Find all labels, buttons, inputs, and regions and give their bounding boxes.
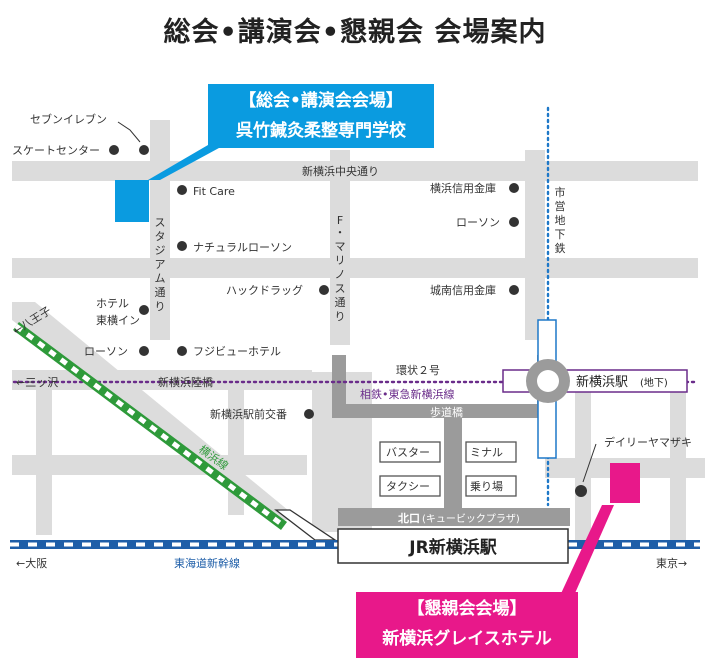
poi-dots xyxy=(109,145,587,497)
label-subway-station: 新横浜駅 xyxy=(576,374,628,390)
stadium-dori-label: ス タ ジ ア ム 通 り xyxy=(155,216,166,313)
label-natural-lawson: ナチュラルローソン xyxy=(193,241,292,254)
label-lawson-right: ローソン xyxy=(456,216,500,229)
label-kanjo2: 環状２号 xyxy=(396,363,440,377)
label-rikkyo: 新横浜陸橋 xyxy=(158,375,213,389)
label-jr-station: JR新横浜駅 xyxy=(408,537,497,558)
label-osaka: ←大阪 xyxy=(16,556,47,570)
subway-label: 市 営 地 下 鉄 xyxy=(555,185,566,255)
svg-text:通: 通 xyxy=(335,296,346,309)
label-jonan: 城南信用金庫 xyxy=(430,283,496,297)
venue1-name: 呉竹鍼灸柔整専門学校 xyxy=(236,121,406,141)
svg-text:F: F xyxy=(337,214,343,227)
label-daily-yamazaki: デイリーヤマザキ xyxy=(604,435,692,449)
label-taxi-1: タクシー xyxy=(386,480,430,493)
svg-text:通: 通 xyxy=(155,286,166,299)
label-shinkin: 横浜信用金庫 xyxy=(430,181,496,195)
venue1-pointer xyxy=(148,138,230,180)
label-shinkansen: 東海道新幹線 xyxy=(174,556,240,570)
svg-text:ノ: ノ xyxy=(335,268,346,281)
svg-text:鉄: 鉄 xyxy=(555,241,566,255)
svg-text:リ: リ xyxy=(335,254,346,267)
svg-text:営: 営 xyxy=(555,199,566,213)
label-hotel-2: 東横イン xyxy=(96,313,140,327)
label-hotel-1: ホテル xyxy=(96,297,129,310)
daily-yamazaki-leader xyxy=(582,443,597,483)
svg-text:・: ・ xyxy=(335,226,346,239)
taxi-left-box xyxy=(379,475,441,497)
svg-text:地: 地 xyxy=(555,214,566,227)
bus-terminal-right-box xyxy=(465,441,517,463)
label-north-exit: 北口 xyxy=(398,511,420,525)
jr-station-box xyxy=(337,528,569,564)
landmark-labels: セブンイレブン スケートセンター Fit Care ナチュラルローソン ハックド… xyxy=(12,112,692,449)
svg-text:ム: ム xyxy=(155,272,166,285)
venue2-marker xyxy=(610,463,640,503)
svg-text:市: 市 xyxy=(555,185,566,199)
seven-eleven-leader xyxy=(117,121,141,143)
venue2-name: 新横浜グレイスホテル xyxy=(382,629,552,649)
svg-text:下: 下 xyxy=(555,228,566,241)
station-labels: バスター ミナル タクシー 乗り場 北口 (キュービックプラザ) JR新横浜駅 … xyxy=(386,374,668,558)
svg-text:り: り xyxy=(155,300,166,313)
label-lawson-left: ローソン xyxy=(84,345,128,358)
venue2-heading: 【懇親会会場】 xyxy=(407,599,527,619)
taxi-right-box xyxy=(465,475,517,497)
bus-terminal-left-box xyxy=(379,441,441,463)
label-bus-2: ミナル xyxy=(470,446,503,459)
venue2-callout: 【懇親会会場】 新横浜グレイスホテル xyxy=(356,592,578,658)
label-fit-care: Fit Care xyxy=(193,185,235,198)
venue1-heading: 【総会•講演会会場】 xyxy=(239,91,403,111)
label-subway-station-sub: (地下) xyxy=(640,376,668,389)
svg-text:タ: タ xyxy=(155,230,166,243)
label-koban: 新横浜駅前交番 xyxy=(210,407,287,421)
svg-text:ジ: ジ xyxy=(155,244,166,257)
label-sotetsu-tokyu: 相鉄•東急新横浜線 xyxy=(360,387,455,401)
label-tokyo: 東京→ xyxy=(656,556,687,570)
label-mitsuzawa: ←三ッ沢 xyxy=(16,375,58,389)
venue1-marker xyxy=(115,180,149,222)
svg-text:り: り xyxy=(335,310,346,323)
label-chuo-dori: 新横浜中央通り xyxy=(302,164,379,178)
marinos-dori-label: F ・ マ リ ノ ス 通 り xyxy=(335,214,346,323)
rail-labels: 東海道新幹線 ←大阪 東京→ xyxy=(16,556,687,570)
svg-text:ア: ア xyxy=(155,258,166,271)
label-seven-eleven: セブンイレブン xyxy=(30,112,107,126)
venue2-pointer xyxy=(558,505,614,600)
label-hodokyo: 歩道橋 xyxy=(430,405,463,419)
svg-text:ス: ス xyxy=(155,216,166,229)
label-skate-center: スケートセンター xyxy=(12,144,100,157)
page-title: 総会•講演会•懇親会 会場案内 xyxy=(163,17,547,48)
label-hack-drug: ハックドラッグ xyxy=(226,283,303,297)
label-taxi-2: 乗り場 xyxy=(470,480,503,493)
svg-text:ス: ス xyxy=(335,282,346,295)
label-north-exit-sub: (キュービックプラザ) xyxy=(422,513,520,525)
label-bus-1: バスター xyxy=(386,446,430,459)
label-fujiview: フジビューホテル xyxy=(193,345,281,358)
svg-text:マ: マ xyxy=(335,240,346,253)
venue1-callout: 【総会•講演会会場】 呉竹鍼灸柔整専門学校 xyxy=(208,84,434,148)
